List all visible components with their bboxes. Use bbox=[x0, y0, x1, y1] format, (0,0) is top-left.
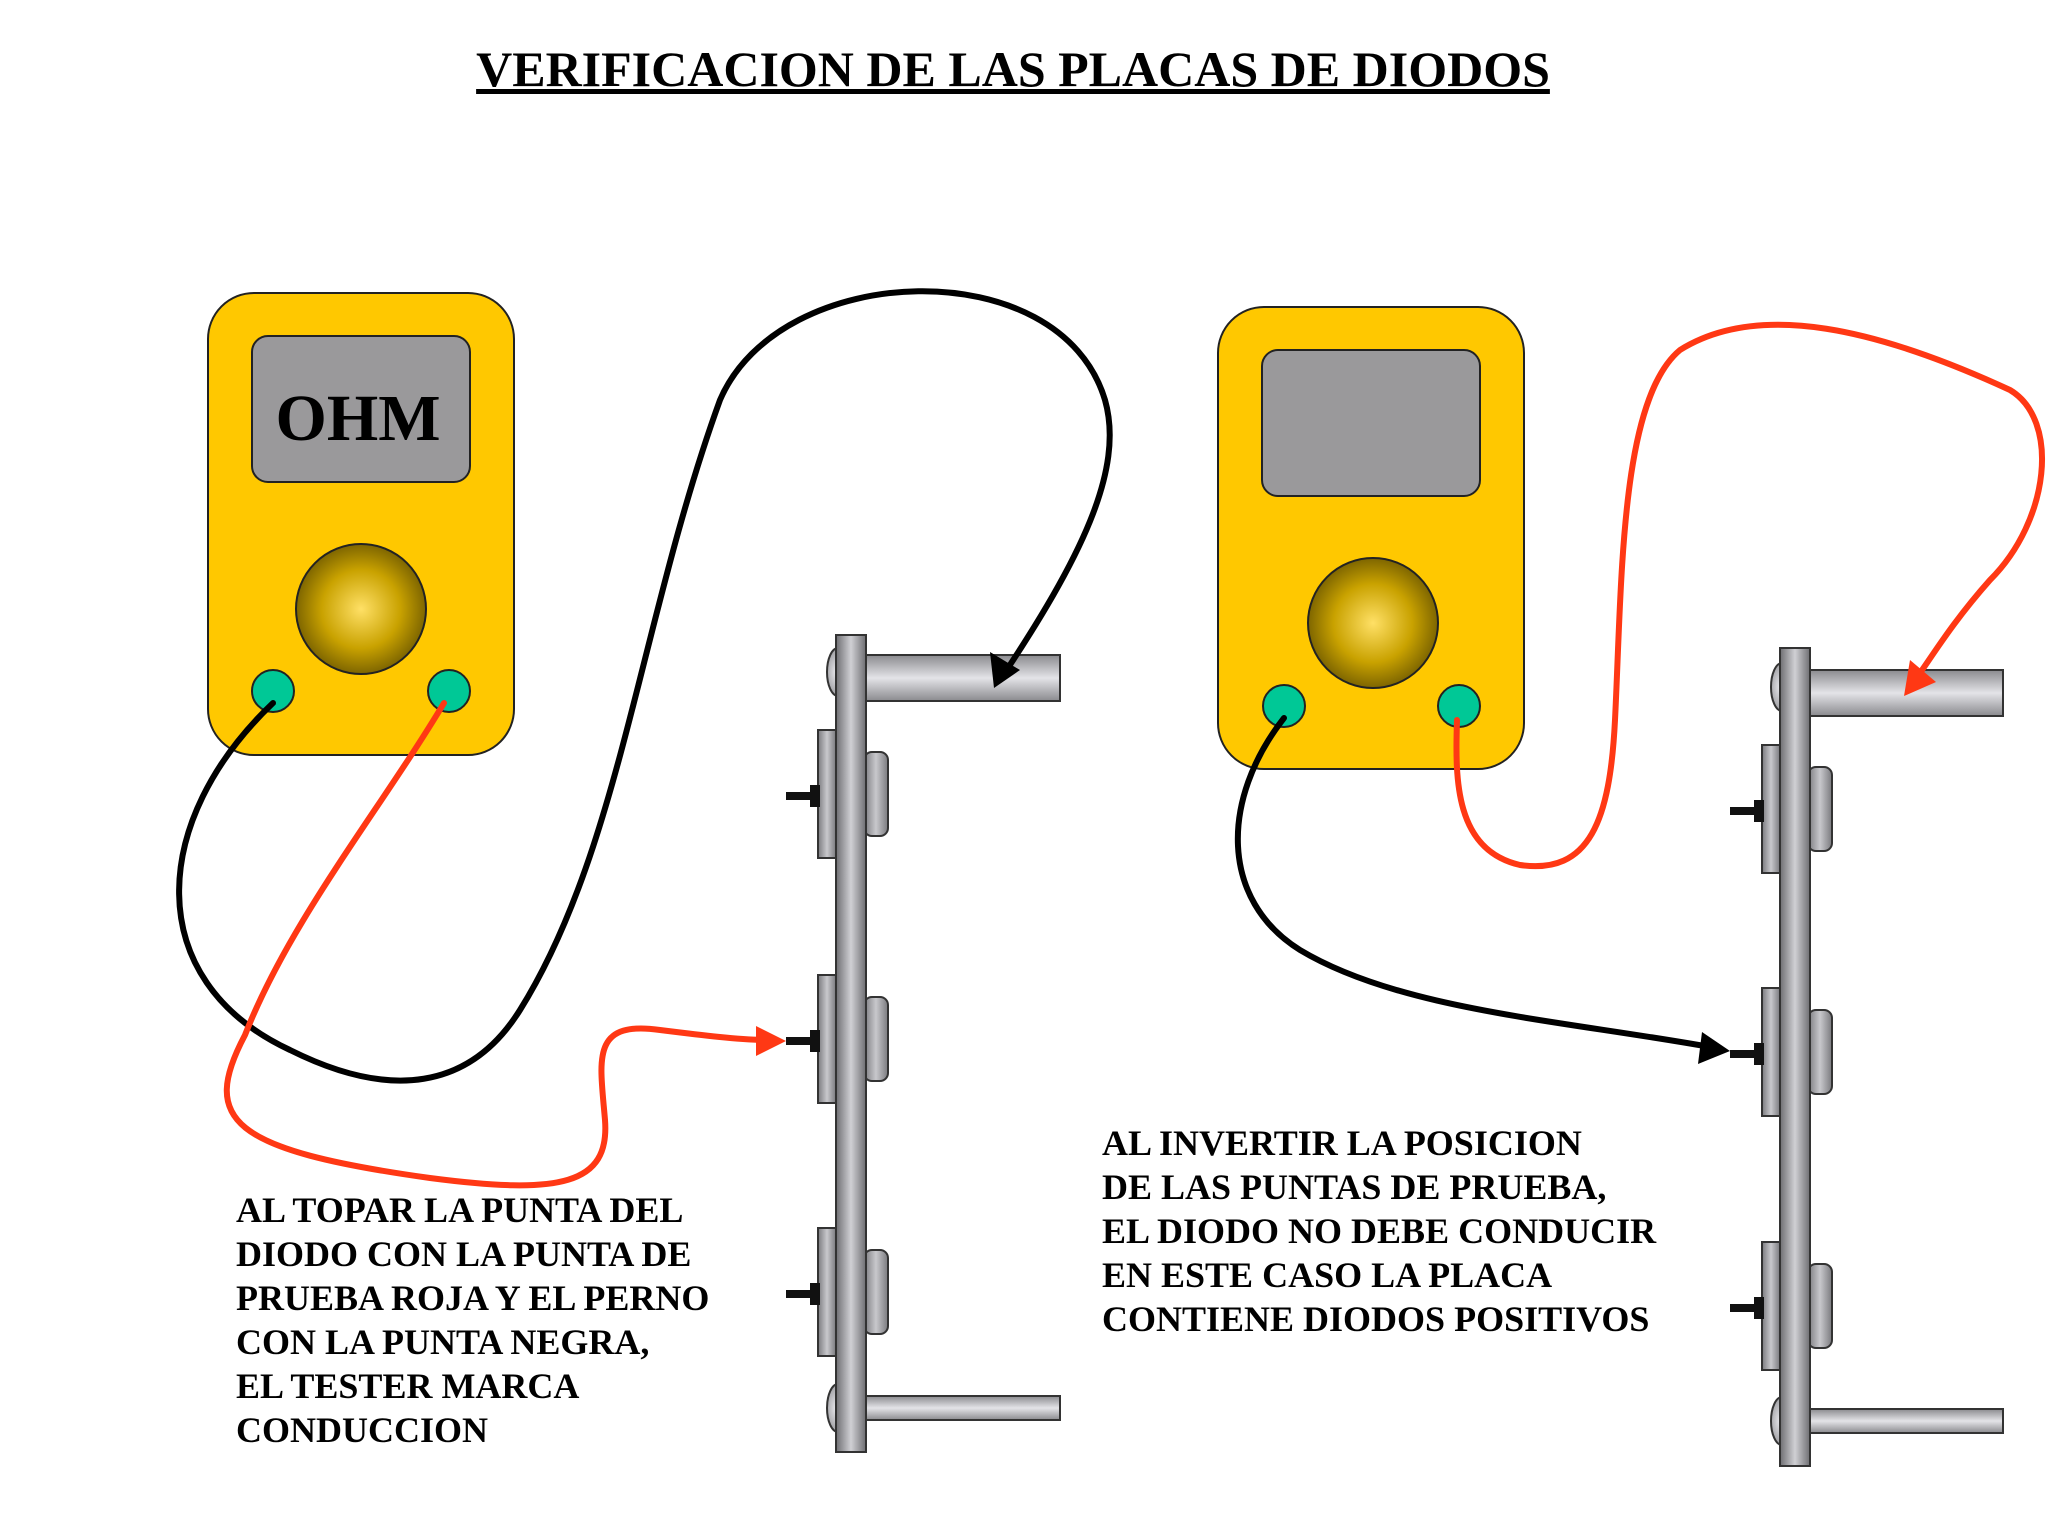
diode-right-3 bbox=[1730, 1241, 1833, 1371]
red-test-lead-left bbox=[223, 700, 771, 1189]
multimeter-right bbox=[1217, 306, 1525, 770]
diode-plate-right bbox=[1730, 647, 2004, 1467]
terminal-ohm bbox=[427, 669, 471, 713]
meter-display bbox=[1261, 349, 1481, 497]
caption-right-line: EN ESTE CASO LA PLACA bbox=[1102, 1255, 1552, 1295]
caption-left-line: CONDUCCION bbox=[236, 1410, 488, 1450]
caption-left: AL TOPAR LA PUNTA DEL DIODO CON LA PUNTA… bbox=[236, 1190, 718, 1450]
meter-dial-knob bbox=[1307, 557, 1439, 689]
caption-left-line: CON LA PUNTA NEGRA, bbox=[236, 1322, 649, 1362]
plate-bolt-bar-top bbox=[857, 654, 1061, 702]
diode-right-1 bbox=[1730, 744, 1833, 874]
diode-right-2 bbox=[1730, 987, 1833, 1117]
terminal-com bbox=[1262, 684, 1306, 728]
caption-right-line: AL INVERTIR LA POSICION bbox=[1102, 1123, 1582, 1163]
terminal-com bbox=[251, 669, 295, 713]
caption-right-line: CONTIENE DIODOS POSITIVOS bbox=[1102, 1299, 1649, 1339]
caption-left-line: PRUEBA ROJA Y EL PERNO bbox=[236, 1278, 709, 1318]
diode-left-1 bbox=[786, 729, 889, 859]
multimeter-left: OHM bbox=[207, 292, 515, 756]
caption-left-line: EL TESTER MARCA bbox=[236, 1366, 579, 1406]
meter-display bbox=[251, 335, 471, 483]
black-test-lead-right bbox=[1234, 715, 1713, 1050]
meter-display-text: OHM bbox=[276, 382, 441, 455]
plate-body bbox=[1779, 647, 1811, 1467]
diode-left-3 bbox=[786, 1227, 889, 1357]
caption-left-line: AL TOPAR LA PUNTA DEL bbox=[236, 1190, 682, 1230]
black-lead-arrowhead-right bbox=[1698, 1032, 1730, 1064]
plate-body bbox=[835, 634, 867, 1453]
page-title: VERIFICACION DE LAS PLACAS DE DIODOS bbox=[476, 41, 1550, 97]
meter-dial-knob bbox=[295, 543, 427, 675]
red-lead-arrowhead-left bbox=[756, 1026, 786, 1056]
black-test-lead-left bbox=[176, 288, 1113, 1084]
black-lead-arrowhead-left bbox=[990, 652, 1020, 688]
caption-left-line: DIODO CON LA PUNTA DE bbox=[236, 1234, 691, 1274]
caption-right-line: EL DIODO NO DEBE CONDUCIR bbox=[1102, 1211, 1657, 1251]
caption-right: AL INVERTIR LA POSICION DE LAS PUNTAS DE… bbox=[1102, 1123, 1665, 1339]
red-test-lead-right bbox=[1453, 321, 2046, 870]
plate-bolt-bar-bottom bbox=[1809, 1408, 2004, 1434]
red-lead-arrowhead-right bbox=[1904, 660, 1936, 696]
caption-right-line: DE LAS PUNTAS DE PRUEBA, bbox=[1102, 1167, 1606, 1207]
diode-plate-left bbox=[786, 634, 1061, 1453]
plate-bolt-bar-bottom bbox=[857, 1395, 1061, 1421]
